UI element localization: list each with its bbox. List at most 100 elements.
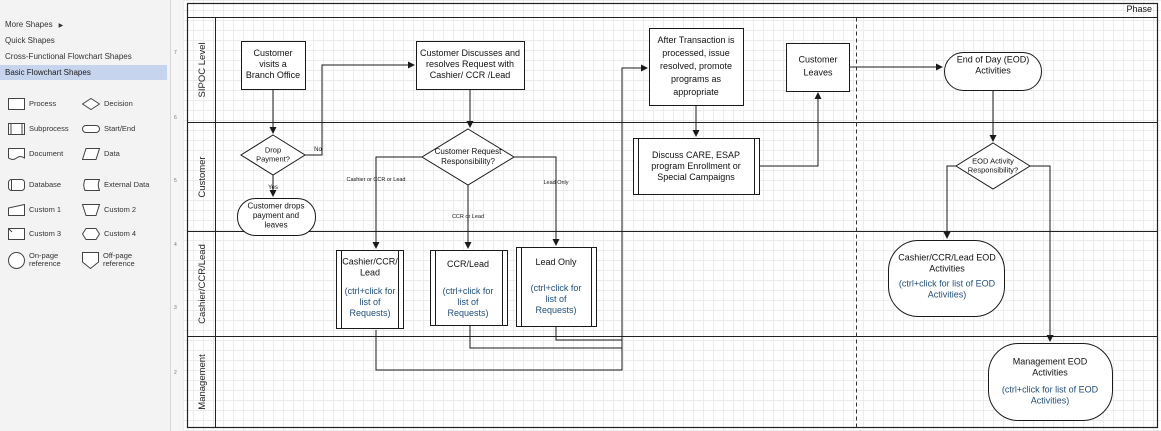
- database-shape-icon: [8, 179, 25, 191]
- ruler-tick: 4: [174, 242, 177, 248]
- stencil-label: Database: [29, 180, 62, 189]
- custom4-shape-icon: [82, 228, 100, 240]
- stencil-subprocess[interactable]: Subprocess: [8, 120, 69, 138]
- menu-quick-shapes[interactable]: Quick Shapes: [5, 36, 55, 45]
- subprocess-ccr-lead[interactable]: [430, 250, 508, 326]
- connector-lead-join: [555, 327, 622, 341]
- stencil-label: Custom 4: [104, 229, 137, 238]
- connector-cashier-to-after: [375, 64, 648, 371]
- stencil-on-page-reference[interactable]: On-page reference: [8, 251, 80, 269]
- stencil-custom2[interactable]: Custom 2: [82, 201, 136, 219]
- stencil-process[interactable]: Process: [8, 95, 56, 113]
- terminator-customer-drops[interactable]: [237, 198, 316, 236]
- stencil-label: Data: [104, 149, 120, 158]
- subprocess-lead-only[interactable]: [516, 247, 597, 327]
- edge-label-cashier-or-ccr: Cashier or CCR or Lead: [347, 177, 406, 183]
- shape-text-cashier: Cashier/CCR/Lead: [342, 257, 398, 278]
- connector-drop-no: [305, 61, 415, 156]
- connector-care-to-leaves: [760, 92, 822, 167]
- process-after-transaction[interactable]: [649, 28, 744, 106]
- stencil-label: Decision: [104, 99, 133, 108]
- lane-label-2: Cashier/CCR/Lead: [197, 244, 208, 324]
- edge-label-yes: Yes: [268, 185, 278, 191]
- stencil-label: Custom 3: [29, 229, 62, 238]
- process-cashier-eod[interactable]: [888, 240, 1005, 317]
- decision-eod-responsibility[interactable]: [955, 142, 1031, 190]
- stencil-label: Custom 2: [104, 205, 137, 214]
- ruler-tick: 6: [174, 115, 177, 121]
- stencil-custom1[interactable]: Custom 1: [8, 201, 61, 219]
- stencil-database[interactable]: Database: [8, 176, 61, 194]
- terminator-eod-activities[interactable]: [944, 52, 1042, 91]
- ruler-tick: 5: [174, 178, 177, 184]
- subprocess-discuss-care[interactable]: [633, 138, 760, 195]
- custom1-shape-icon: [8, 204, 25, 216]
- stencil-label: Off-page reference: [103, 251, 135, 268]
- connector-resp-lead: [514, 156, 560, 246]
- menu-basic-flowchart-shapes[interactable]: Basic Flowchart Shapes: [0, 65, 167, 80]
- menu-label: More Shapes: [5, 20, 53, 29]
- decision-shape-icon: [82, 98, 100, 110]
- shape-text-eod: End of Day (EOD)Activities: [957, 55, 1030, 76]
- document-shape-icon: [8, 148, 25, 160]
- connector-eod-management: [1030, 165, 1054, 342]
- chevron-right-icon: ▶: [58, 23, 64, 29]
- on-page-reference-shape-icon: [8, 251, 25, 269]
- stencil-document[interactable]: Document: [8, 145, 63, 163]
- pool-frame: [186, 2, 1159, 429]
- menu-more-shapes[interactable]: More Shapes ▶: [0, 17, 167, 32]
- off-page-reference-shape-icon: [82, 251, 99, 269]
- shapes-panel: More Shapes ▶ Quick Shapes Cross-Function…: [0, 0, 171, 431]
- stencil-data[interactable]: Data: [82, 145, 120, 163]
- stencil-custom4[interactable]: Custom 4: [82, 225, 136, 243]
- stencil-label: Start/End: [104, 124, 136, 133]
- shape-text-lead: Lead Only: [535, 257, 577, 267]
- external-data-shape-icon: [83, 179, 100, 191]
- ruler-tick: 7: [174, 50, 177, 56]
- process-customer-leaves[interactable]: [786, 43, 850, 92]
- shape-text-ccr: CCR/Lead: [447, 259, 489, 269]
- stencil-label: Subprocess: [29, 124, 69, 133]
- ruler-tick: 3: [174, 305, 177, 311]
- stencil-external-data[interactable]: External Data: [82, 176, 149, 194]
- connector-resp-cashier: [372, 156, 422, 249]
- stencil-label: On-page reference: [29, 251, 61, 268]
- stencil-decision[interactable]: Decision: [82, 95, 133, 113]
- process-shape-icon: [8, 98, 25, 110]
- lane-label-3: Management: [197, 354, 208, 410]
- start-end-shape-icon: [82, 125, 100, 133]
- lane-label-0: SIPOC Level: [197, 43, 208, 98]
- process-customer-discusses[interactable]: [416, 41, 525, 90]
- data-shape-icon: [82, 148, 100, 160]
- custom2-shape-icon: [82, 204, 100, 216]
- menu-cross-functional-shapes[interactable]: Cross-Functional Flowchart Shapes: [5, 52, 132, 61]
- subprocess-cashier-ccr-lead[interactable]: [336, 250, 404, 329]
- stencil-label: Document: [29, 149, 64, 158]
- lane-label-1: Customer: [197, 156, 208, 197]
- edge-label-no: No: [314, 147, 322, 153]
- connector-eod-cashier: [943, 165, 956, 239]
- process-customer-visits[interactable]: [241, 41, 306, 90]
- stencil-start-end[interactable]: Start/End: [82, 120, 135, 138]
- edge-label-lead-only: Lead Only: [543, 180, 568, 186]
- process-management-eod[interactable]: [988, 343, 1113, 421]
- stencil-label: Process: [29, 99, 57, 108]
- stencil-off-page-reference[interactable]: Off-page reference: [82, 251, 162, 269]
- stencil-custom3[interactable]: Custom 3: [8, 225, 61, 243]
